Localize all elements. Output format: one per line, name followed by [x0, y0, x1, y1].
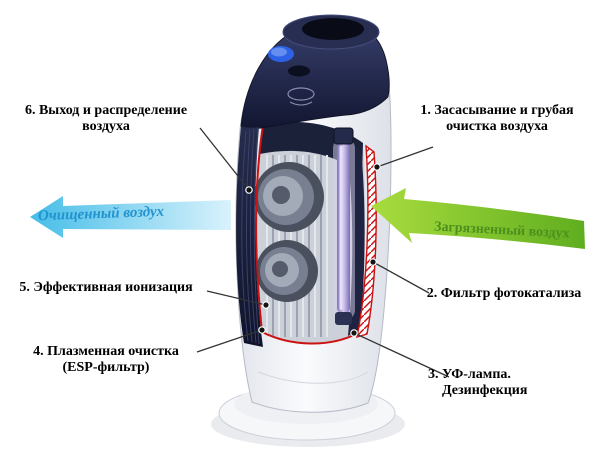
label-uv-lamp-line2: Дезинфекция: [442, 383, 528, 399]
label-outlet: 6. Выход и распределение воздуха: [6, 103, 206, 135]
label-photocatalysis-line1: 2. Фильтр фотокатализа: [426, 286, 582, 301]
label-plasma-line1: 4. Плазменная очистка: [33, 344, 179, 359]
label-ionization: 5. Эффективная ионизация: [2, 280, 210, 296]
label-uv-lamp-line1: 3. УФ-лампа.: [428, 367, 511, 382]
leader-lines: [196, 127, 450, 378]
label-outlet-line2: воздуха: [82, 119, 130, 135]
leader-outlet: [199, 127, 250, 191]
dot-ionization: [262, 301, 270, 309]
cutaway-hatch-edge: [356, 144, 377, 339]
leader-photocatalysis: [372, 261, 430, 294]
label-photocatalysis: 2. Фильтр фотокатализа: [413, 286, 595, 302]
brand-logo: [287, 87, 315, 101]
label-intake-line1: 1. Засасывание и грубая: [420, 103, 574, 118]
leader-plasma: [196, 329, 263, 353]
leader-ionization: [206, 290, 267, 306]
label-intake: 1. Засасывание и грубая очистка воздуха: [398, 103, 596, 135]
connector-dots: [245, 163, 381, 337]
dot-outlet: [245, 186, 253, 194]
dot-photocatalysis: [369, 258, 377, 266]
body-seam: [257, 371, 369, 384]
top-vent: [302, 18, 364, 40]
label-plasma: 4. Плазменная очистка (ESP-фильтр): [10, 344, 202, 376]
filter-drum-upper: [254, 162, 324, 232]
device: [211, 14, 405, 447]
uv-lamp: [333, 127, 355, 325]
dot-uv: [350, 329, 358, 337]
dot-intake: [373, 163, 381, 171]
dot-plasma: [258, 326, 266, 334]
leader-intake: [376, 146, 434, 168]
cutaway-outline: [255, 124, 357, 345]
dirty-air-arrow: [371, 188, 585, 249]
leader-uv: [353, 332, 450, 378]
filter-drum-lower: [256, 240, 318, 302]
cutaway-back-wall: [346, 144, 365, 336]
label-intake-line2: очистка воздуха: [446, 119, 548, 135]
grille-louvers: [241, 127, 260, 345]
label-uv-lamp: 3. УФ-лампа. Дезинфекция: [428, 367, 588, 399]
power-button-highlight: [271, 47, 287, 57]
label-plasma-line2: (ESP-фильтр): [62, 360, 150, 376]
clean-air-arrow: [30, 196, 231, 238]
control-slot: [288, 65, 310, 77]
brand-logo-swoosh: [289, 101, 313, 106]
label-outlet-line1: 6. Выход и распределение: [24, 103, 188, 118]
label-ionization-line1: 5. Эффективная ионизация: [19, 280, 193, 295]
